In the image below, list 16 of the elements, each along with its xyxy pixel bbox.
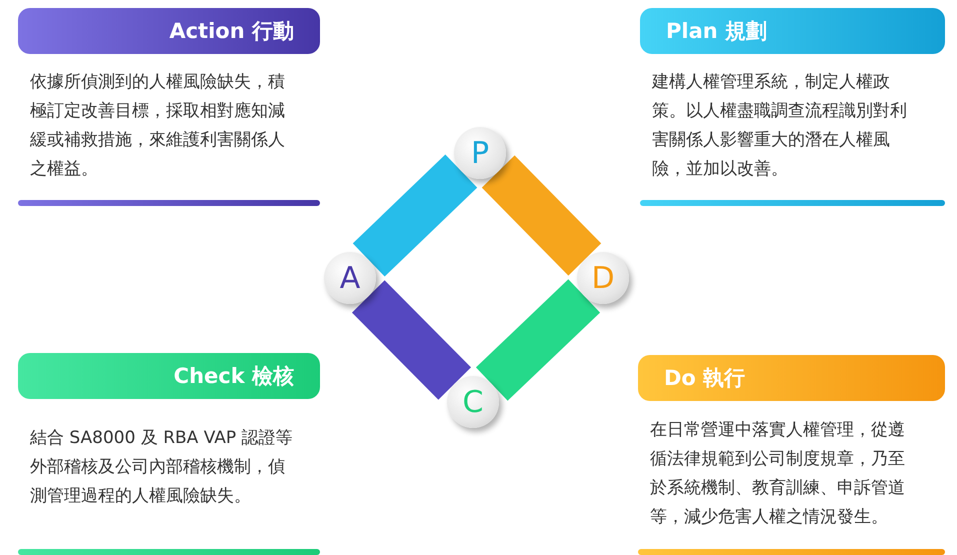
stage-header: Check 檢核 bbox=[18, 353, 320, 399]
cycle-band bbox=[352, 280, 471, 400]
stage-description: 結合 SA8000 及 RBA VAP 認證等外部稽核及公司內部稽核機制，偵測管理過程的人權風險缺失。 bbox=[30, 427, 294, 508]
stage-circle: D bbox=[577, 252, 629, 304]
stage-header: Plan 規劃 bbox=[640, 8, 945, 54]
stage-header: Action 行動 bbox=[18, 8, 320, 54]
stage-circle: C bbox=[447, 376, 499, 428]
stage-description: 在日常營運中落實人權管理，從遵循法律規範到公司制度規章，乃至於系統機制、教育訓練、申訴管道等，減少危害人權之情況發生。 bbox=[650, 419, 906, 529]
stage-description: 建構人權管理系統，制定人權政策。以人權盡職調查流程識別對利害關係人影響重大的潛在人權風險，並加以改善。 bbox=[652, 71, 908, 181]
cycle-band bbox=[476, 279, 600, 401]
cycle-band bbox=[352, 154, 478, 277]
stage-circle: P bbox=[454, 127, 506, 179]
stage-header: Do 執行 bbox=[638, 355, 945, 401]
stage-description: 依據所偵測到的人權風險缺失，積極訂定改善目標，採取相對應知減緩或補救措施，來維護利害關係人之權益。 bbox=[30, 71, 286, 181]
stage-circle: A bbox=[324, 252, 376, 304]
cycle-band bbox=[482, 155, 602, 276]
